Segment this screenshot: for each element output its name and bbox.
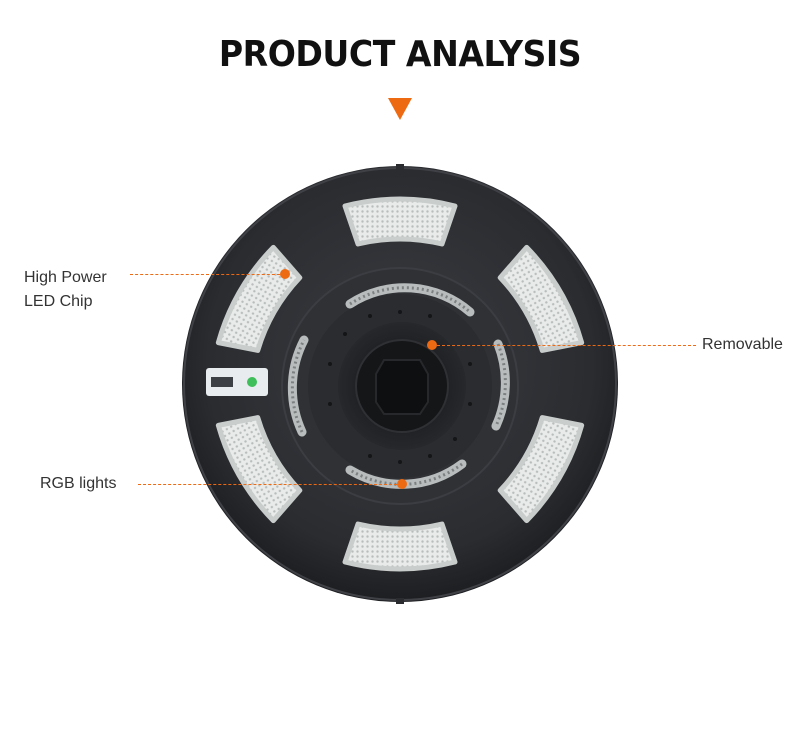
leader-line-rgb (138, 484, 402, 485)
marker-dot-removable (427, 340, 437, 350)
label-removable: Removable (702, 336, 783, 353)
triangle-down-icon (388, 98, 412, 120)
marker-dot-high-power (280, 269, 290, 279)
product-image (182, 164, 618, 604)
label-high-power-led: High Power LED Chip (24, 266, 107, 314)
label-rgb-lights: RGB lights (40, 475, 117, 492)
leader-line-removable (432, 345, 696, 346)
led-panels (215, 196, 585, 572)
marker-dot-rgb (397, 479, 407, 489)
label-high-power-line1: High Power (24, 269, 107, 286)
page-title: PRODUCT ANALYSIS (218, 34, 582, 75)
label-high-power-line2: LED Chip (24, 293, 93, 310)
leader-line-high-power (130, 274, 285, 275)
